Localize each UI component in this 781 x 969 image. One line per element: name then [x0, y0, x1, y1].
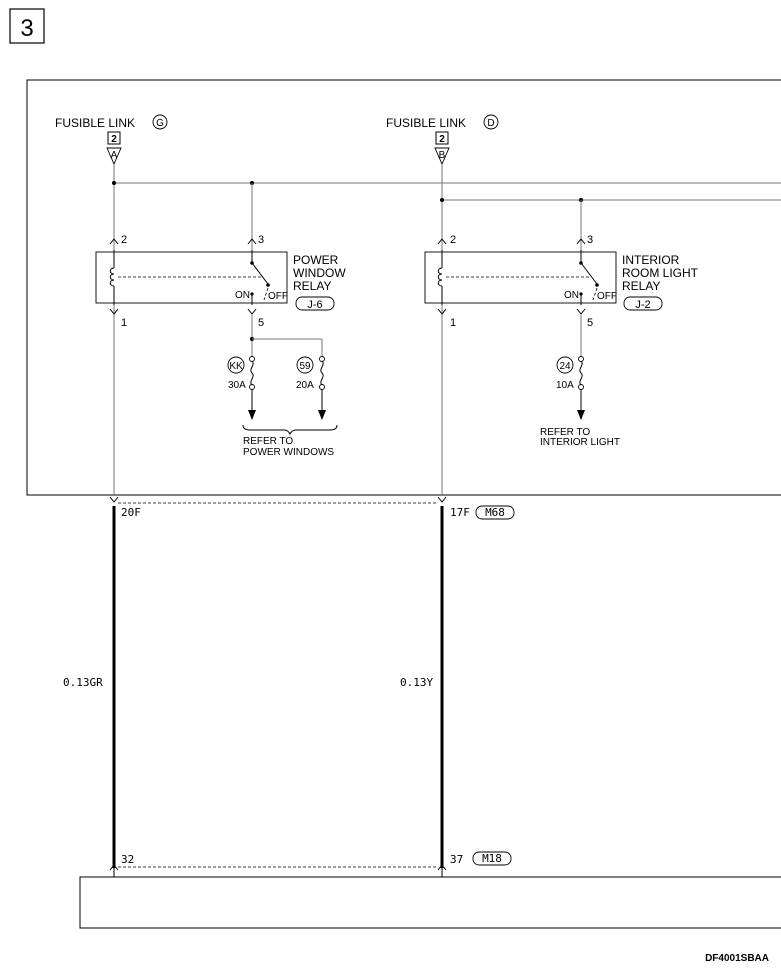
fuse-id-circle	[556, 356, 574, 374]
fusible-link-d: FUSIBLE LINK D 2 B	[386, 114, 499, 166]
fusible-link-terminal: A	[111, 150, 118, 161]
connector-ref-box	[472, 851, 512, 866]
relay-pin-label: 5	[587, 317, 593, 329]
relay-pin-label: 2	[450, 234, 456, 246]
relay-name-line: RELAY	[622, 279, 660, 293]
relay-ref-box	[295, 296, 335, 311]
fusible-link-triangle	[106, 147, 122, 166]
power-bus-lines	[112, 164, 781, 495]
interior-light-fuse-branch: 24 10A	[556, 314, 585, 420]
fusible-link-letter: G	[156, 118, 164, 129]
relay-off-label: OFF	[268, 291, 288, 302]
relay-off-label: OFF	[597, 291, 617, 302]
fuse-rating: 30A	[228, 380, 246, 391]
fusible-link-number: 2	[111, 134, 117, 145]
harness-connectors	[109, 496, 447, 871]
fusible-link-triangle	[434, 147, 450, 166]
relay-name-line: WINDOW	[293, 266, 346, 280]
fusible-link-label: FUSIBLE LINK	[386, 116, 466, 130]
wire-bottom-pin: 37	[450, 853, 463, 866]
wire-spec: 0.13Y	[400, 676, 433, 689]
wire-spec: 0.13GR	[63, 676, 103, 689]
refer-line: INTERIOR LIGHT	[540, 437, 620, 448]
power-window-relay: 2 3 ON OFF 1 5 POWER WINDOW RELAY J-6	[95, 234, 346, 329]
fusible-link-letter-circle	[483, 114, 499, 130]
fuse-id: 59	[299, 361, 311, 372]
connector-ref: M68	[485, 506, 505, 519]
fusible-link-letter: D	[487, 118, 494, 129]
fuse-rating: 10A	[556, 380, 574, 391]
relay-name-line: INTERIOR	[622, 253, 680, 267]
lower-component-frame	[79, 876, 781, 929]
fuse-id-circle	[227, 356, 245, 374]
interior-room-light-relay: 2 3 ON OFF 1 5 INTERIOR ROOM LIGHT RELAY…	[424, 234, 699, 329]
fuse-id: KK	[229, 361, 243, 372]
connector-ref-box	[475, 505, 515, 520]
fuse-rating: 20A	[296, 380, 314, 391]
fusible-link-number-box	[107, 131, 121, 145]
junction-block-frame	[26, 79, 781, 496]
relay-on-label: ON	[235, 290, 250, 301]
fusible-link-label: FUSIBLE LINK	[55, 116, 135, 130]
relay-pin-label: 1	[121, 317, 127, 329]
wire-bottom-pin: 32	[121, 853, 134, 866]
fusible-link-letter-circle	[152, 114, 168, 130]
relay-ref-box	[623, 296, 663, 311]
relay-on-label: ON	[564, 290, 579, 301]
power-window-fuse-branch: KK 30A 59 20A	[227, 314, 338, 436]
fusible-link-terminal: B	[439, 150, 446, 161]
relay-pin-label: 3	[258, 234, 264, 246]
fusible-link-number-box	[435, 131, 449, 145]
wire-top-pin: 20F	[121, 506, 141, 519]
relay-pin-label: 2	[121, 234, 127, 246]
relay-box	[424, 251, 617, 304]
relay-ref: J-6	[307, 299, 322, 311]
page-badge-box	[9, 8, 45, 44]
page-badge: 3	[20, 15, 33, 42]
fuse-id-circle	[296, 356, 314, 374]
refer-line: REFER TO	[540, 427, 590, 438]
fusible-link-g: FUSIBLE LINK G 2 A	[55, 114, 168, 166]
relay-name-line: RELAY	[293, 279, 331, 293]
connector-ref: M18	[482, 852, 502, 865]
wire-top-pin: 17F	[450, 506, 470, 519]
relay-name-line: ROOM LIGHT	[622, 266, 699, 280]
relay-name-line: POWER	[293, 253, 339, 267]
refer-line: REFER TO	[243, 436, 293, 447]
relay-pin-label: 1	[450, 317, 456, 329]
fuse-id: 24	[559, 361, 571, 372]
fusible-link-number: 2	[439, 134, 445, 145]
relay-ref: J-2	[635, 299, 650, 311]
refer-line: POWER WINDOWS	[243, 447, 334, 458]
relay-box	[95, 251, 288, 304]
relay-pin-label: 5	[258, 317, 264, 329]
document-code: DF4001SBAA	[705, 953, 769, 964]
relay-pin-label: 3	[587, 234, 593, 246]
